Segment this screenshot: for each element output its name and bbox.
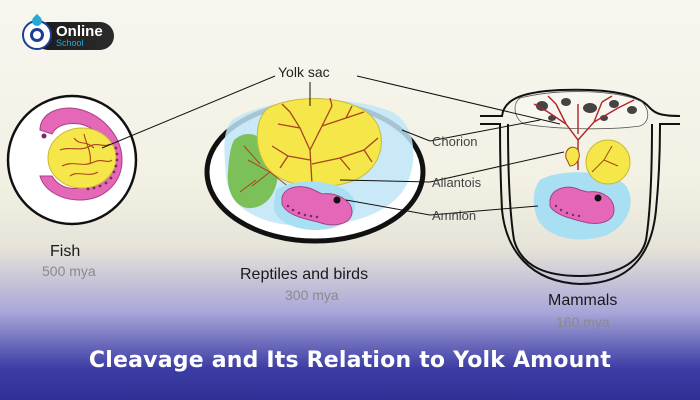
label-yolk-sac: Yolk sac bbox=[278, 64, 330, 80]
label-allantois: Allantois bbox=[432, 175, 482, 190]
fish-yolk-vessels bbox=[59, 133, 113, 177]
fish-yolk bbox=[47, 127, 117, 189]
reptile-segments bbox=[286, 204, 319, 219]
label-amnion: Amnion bbox=[432, 208, 477, 223]
leader-lines bbox=[101, 75, 565, 216]
mammal-allantois bbox=[565, 146, 580, 167]
label-chorion: Chorion bbox=[432, 134, 478, 149]
placenta-dark bbox=[536, 98, 637, 121]
logo-word-school: School bbox=[56, 38, 84, 48]
group-name-mammals: Mammals bbox=[548, 292, 618, 309]
fish-segments bbox=[86, 146, 119, 191]
group-name-fish: Fish bbox=[50, 243, 81, 260]
reptile-embryo bbox=[281, 186, 353, 226]
group-era-fish: 500 mya bbox=[42, 263, 96, 279]
reptile-yolk-vessels bbox=[271, 97, 379, 185]
group-era-mammals: 160 mya bbox=[556, 314, 610, 330]
group-name-reptiles-birds: Reptiles and birds bbox=[240, 266, 369, 283]
mammal-segments bbox=[554, 204, 581, 218]
fish-egg bbox=[6, 94, 138, 226]
mammal-uterus bbox=[480, 88, 681, 286]
logo-word-online: Online bbox=[56, 23, 103, 40]
online-school-logo[interactable]: Online School bbox=[22, 13, 114, 54]
group-era-reptiles-birds: 300 mya bbox=[285, 287, 339, 303]
banner-title: Cleavage and Its Relation to Yolk Amount bbox=[88, 348, 612, 373]
reptile-egg bbox=[204, 97, 426, 244]
